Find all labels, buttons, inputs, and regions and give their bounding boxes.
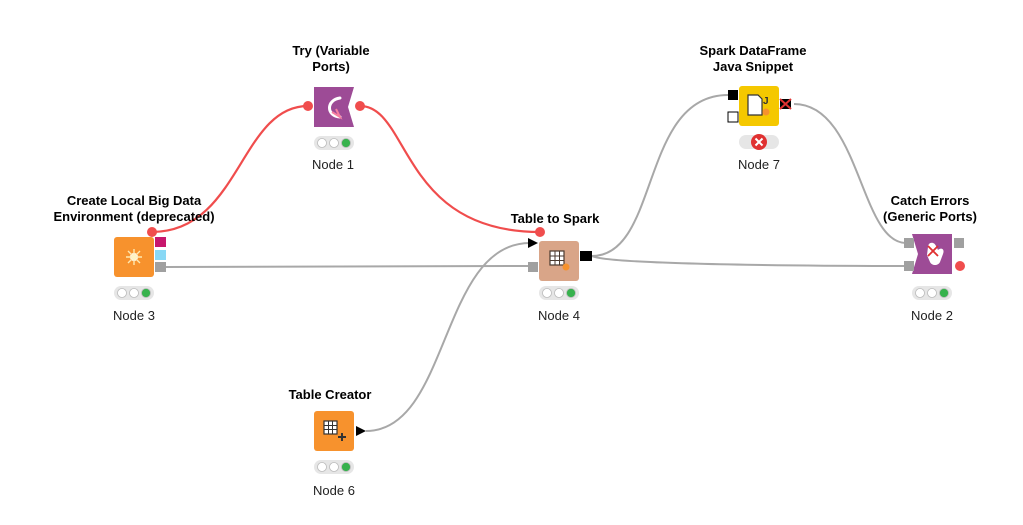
node-title-try-variable-ports: Try (Variable Ports) <box>292 43 370 74</box>
node-title-table-to-spark: Table to Spark <box>510 211 600 226</box>
output-port-db-session[interactable] <box>155 262 166 272</box>
node-status-indicator <box>314 460 354 474</box>
node-status-indicator <box>912 286 952 300</box>
try-arrow-icon <box>328 96 343 120</box>
output-port-spark-context[interactable] <box>155 237 166 247</box>
flow-variable-output-port[interactable] <box>355 101 365 111</box>
input-port-optional-dataframe[interactable] <box>727 111 739 123</box>
node-label-node1[interactable]: Node 1 <box>312 157 354 172</box>
data-connection-node3-node4[interactable] <box>165 265 529 268</box>
status-light-off <box>329 462 339 472</box>
flow-variable-port[interactable] <box>535 227 545 237</box>
data-connection-node7-node2[interactable] <box>793 103 907 244</box>
node-label-node3[interactable]: Node 3 <box>113 308 155 323</box>
status-light-off <box>542 288 552 298</box>
node-title-catch-errors: Catch Errors (Generic Ports) <box>883 193 977 224</box>
output-port-remote-connection[interactable] <box>155 250 166 260</box>
status-light-off <box>329 138 339 148</box>
flow-connection-node3-node1[interactable] <box>151 104 309 234</box>
input-port-spark-dataframe[interactable] <box>728 90 738 100</box>
node-body[interactable] <box>314 87 354 127</box>
input-port-spark-context[interactable] <box>528 262 538 272</box>
flow-variable-input-port[interactable] <box>303 101 313 111</box>
node-table-creator[interactable] <box>314 411 366 474</box>
node-title-create-local-big-data: Create Local Big Data Environment (depre… <box>53 193 215 224</box>
catch-hand-icon <box>927 242 944 265</box>
node-catch-errors[interactable] <box>904 234 965 300</box>
node-status-indicator <box>114 286 154 300</box>
node-status-indicator <box>539 286 579 300</box>
node-title-table-creator: Table Creator <box>288 387 372 402</box>
node-try-variable-ports[interactable] <box>303 87 365 150</box>
data-connection-node6-node4[interactable] <box>365 242 531 432</box>
node-status-indicator <box>739 134 779 150</box>
flow-variable-output-port[interactable] <box>955 261 965 271</box>
svg-text:J: J <box>763 96 769 107</box>
java-snippet-icon: J <box>747 94 770 116</box>
star-burst-icon <box>126 249 142 265</box>
input-port-data-table[interactable] <box>528 238 538 248</box>
node-spark-dataframe-java-snippet[interactable]: J <box>727 86 792 150</box>
flow-connection-node1-node4[interactable] <box>359 104 541 234</box>
error-cross <box>754 137 764 147</box>
status-light-off <box>117 288 127 298</box>
status-light-green <box>141 288 151 298</box>
output-port-data[interactable] <box>954 238 964 248</box>
data-connection-node4-node2[interactable] <box>591 255 909 267</box>
input-port-default[interactable] <box>904 238 914 248</box>
node-label-node4[interactable]: Node 4 <box>538 308 580 323</box>
status-light-off <box>317 462 327 472</box>
node-label-node7[interactable]: Node 7 <box>738 157 780 172</box>
data-connection-node4-node7[interactable] <box>591 94 729 257</box>
node-label-node6[interactable]: Node 6 <box>313 483 355 498</box>
node-label-node2[interactable]: Node 2 <box>911 308 953 323</box>
status-light-green <box>939 288 949 298</box>
output-port-spark-dataframe[interactable] <box>580 251 592 261</box>
node-title-spark-dataframe-java-snippet: Spark DataFrame Java Snippet <box>699 43 807 74</box>
node-table-to-spark[interactable] <box>528 227 592 300</box>
connections <box>151 94 909 432</box>
status-light-off <box>554 288 564 298</box>
status-light-green <box>566 288 576 298</box>
output-port-data-table[interactable] <box>356 426 366 436</box>
status-light-off <box>129 288 139 298</box>
table-plus-icon <box>323 420 346 441</box>
node-create-local-big-data[interactable] <box>114 227 166 300</box>
status-light-off <box>927 288 937 298</box>
output-port-inactive[interactable] <box>779 98 792 110</box>
status-light-green <box>341 462 351 472</box>
input-port-failing[interactable] <box>904 261 914 271</box>
table-spark-icon <box>549 250 570 271</box>
status-light-off <box>915 288 925 298</box>
status-light-off <box>317 138 327 148</box>
flow-variable-port[interactable] <box>147 227 157 237</box>
node-status-indicator <box>314 136 354 150</box>
status-light-green <box>341 138 351 148</box>
